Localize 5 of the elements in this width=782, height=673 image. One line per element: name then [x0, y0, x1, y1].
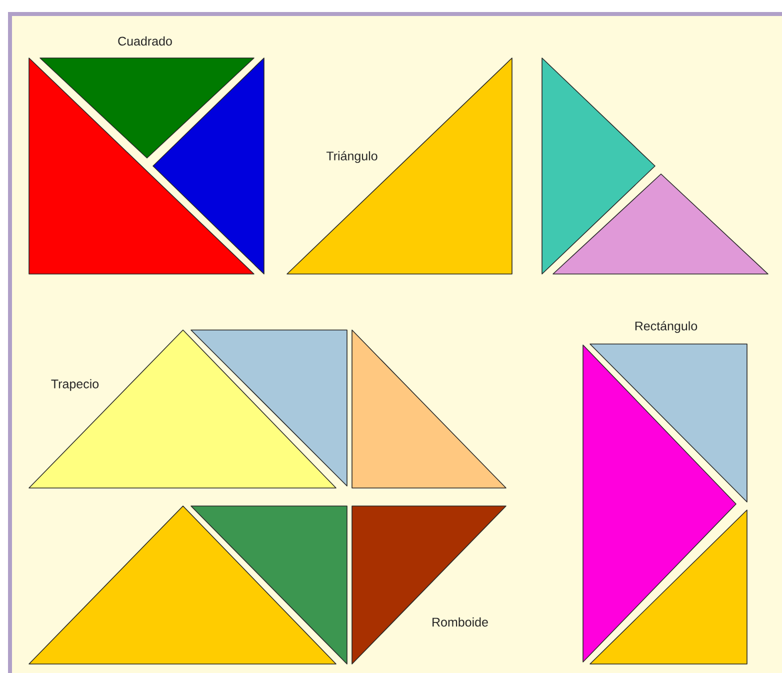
shape-label: Romboide: [432, 617, 488, 627]
shape-label: Rectángulo: [635, 321, 698, 333]
shape-label: Trapecio: [51, 379, 99, 391]
shape-label: Triángulo: [326, 151, 378, 163]
shape-label: Cuadrado: [118, 36, 172, 46]
